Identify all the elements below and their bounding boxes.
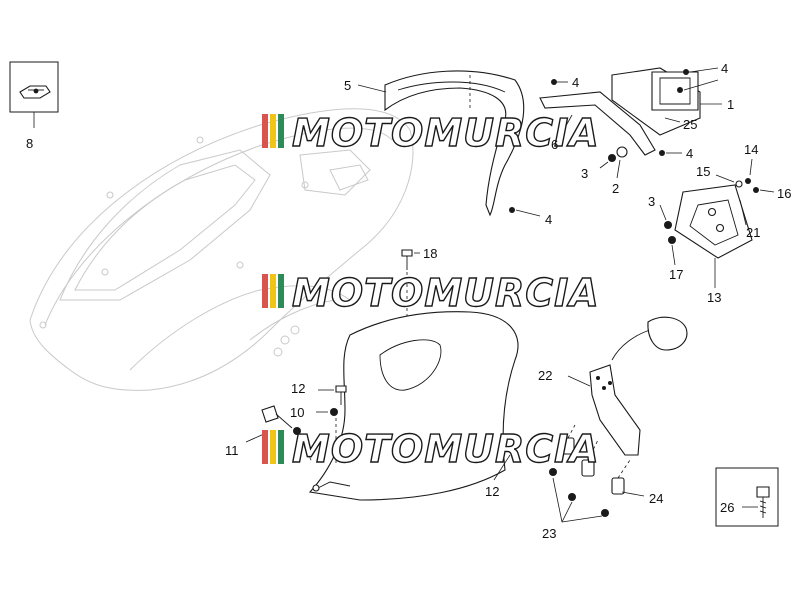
rear-body-panel-outline bbox=[29, 108, 414, 391]
plate-holder-part-13 bbox=[674, 184, 753, 288]
fasteners-left bbox=[245, 385, 347, 465]
watermark-text-1: MOTOMURCIA bbox=[292, 111, 600, 155]
tail-lamp-part-1 bbox=[611, 67, 722, 136]
clip-nut-inset-box bbox=[9, 61, 59, 128]
callout-14: 14 bbox=[744, 142, 758, 157]
callout-4a: 4 bbox=[572, 75, 579, 90]
screw-inset-box bbox=[715, 467, 779, 527]
fasteners-upper bbox=[509, 67, 719, 217]
watermark-stripes-2 bbox=[262, 274, 284, 308]
callout-26: 26 bbox=[720, 500, 734, 515]
callout-13: 13 bbox=[707, 290, 721, 305]
callout-8: 8 bbox=[26, 136, 33, 151]
watermark-stripes-3 bbox=[262, 430, 284, 464]
callout-4c: 4 bbox=[686, 146, 693, 161]
callout-2: 2 bbox=[612, 181, 619, 196]
callout-24: 24 bbox=[649, 491, 663, 506]
watermark-text-3: MOTOMURCIA bbox=[292, 427, 600, 471]
callout-1: 1 bbox=[727, 97, 734, 112]
watermark-group: MOTOMURCIA MOTOMURCIA MOTOMURCIA bbox=[262, 110, 600, 472]
callout-21: 21 bbox=[746, 225, 760, 240]
callout-11: 11 bbox=[225, 443, 239, 458]
watermark-stripes-1 bbox=[262, 114, 284, 148]
callout-3b: 3 bbox=[648, 194, 655, 209]
lamp-bracket-part-22 bbox=[567, 316, 688, 456]
watermark-text-2: MOTOMURCIA bbox=[292, 271, 600, 315]
callout-22: 22 bbox=[538, 368, 552, 383]
callout-4b: 4 bbox=[721, 61, 728, 76]
callout-18: 18 bbox=[423, 246, 437, 261]
callout-17: 17 bbox=[669, 267, 683, 282]
callout-6: 6 bbox=[551, 137, 558, 152]
license-bracket-part-6 bbox=[539, 91, 656, 156]
spacers-and-nuts bbox=[549, 424, 645, 523]
callout-15: 15 bbox=[696, 164, 710, 179]
callout-4d: 4 bbox=[545, 212, 552, 227]
callout-16: 16 bbox=[777, 186, 791, 201]
rear-mudguard-part-5 bbox=[357, 70, 525, 217]
callout-23: 23 bbox=[542, 526, 556, 541]
callout-labels: 8 5 4 4 1 25 6 4 3 2 14 15 16 4 3 21 17 … bbox=[26, 61, 791, 541]
callout-5: 5 bbox=[344, 78, 351, 93]
callout-12a: 12 bbox=[291, 381, 305, 396]
callout-3a: 3 bbox=[581, 166, 588, 181]
callout-12b: 12 bbox=[485, 484, 499, 499]
callout-25: 25 bbox=[683, 117, 697, 132]
inner-mudguard bbox=[308, 311, 519, 501]
callout-10: 10 bbox=[290, 405, 304, 420]
fasteners-right bbox=[659, 158, 775, 266]
